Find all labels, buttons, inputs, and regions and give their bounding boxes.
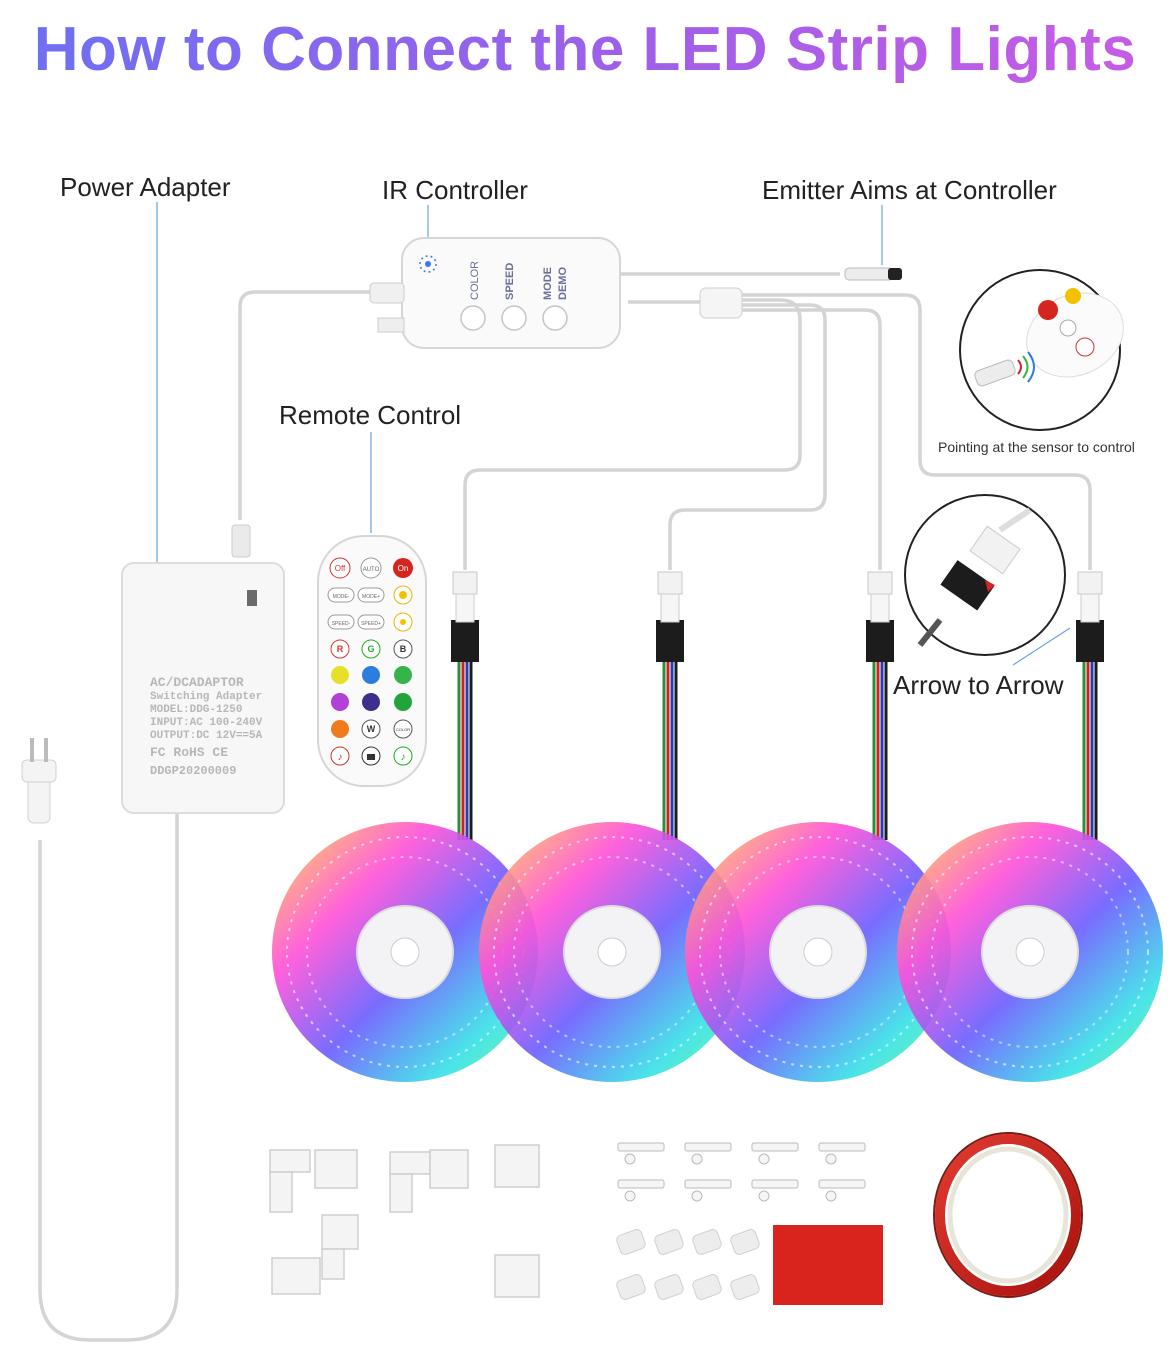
cable-clip — [730, 1274, 760, 1300]
strip-connector — [451, 571, 479, 840]
cable-clip — [654, 1274, 684, 1300]
remote-w-text: W — [367, 724, 376, 734]
l-connectors — [269, 1144, 540, 1298]
adapter-line6: FC RoHS CE — [150, 745, 228, 760]
strip-connectors — [451, 571, 1104, 840]
remote-g-button[interactable] — [361, 639, 381, 659]
remote-b-button[interactable] — [393, 639, 413, 659]
remote-r-text: R — [337, 644, 344, 654]
accessories — [269, 1132, 1083, 1305]
controller-color-text: COLOR — [469, 261, 481, 300]
remote-mode-plus-text: MODE+ — [362, 594, 380, 600]
cable-clip — [654, 1229, 684, 1255]
remote-mode-plus-button[interactable] — [357, 587, 385, 603]
arrow-leader — [1012, 627, 1071, 666]
mounting-clip — [617, 1179, 665, 1202]
remote-music1-icon[interactable] — [330, 746, 350, 766]
splitter — [699, 287, 743, 319]
remote-yellow-button[interactable] — [331, 666, 349, 684]
remote-b-text: B — [400, 644, 407, 654]
remote-r-button[interactable] — [330, 639, 350, 659]
adapter-line1: AC/DCADAPTOR — [150, 675, 244, 690]
adapter-line7: DDGP20200009 — [150, 764, 236, 778]
remote-speed-minus-button[interactable] — [327, 614, 355, 630]
adhesive-pad — [773, 1225, 883, 1305]
strip-connector — [1076, 571, 1104, 840]
remote-mode-minus-text: MODE- — [333, 594, 350, 600]
controller-demo-text: DEMO — [557, 267, 569, 300]
ir-emitter-icon — [844, 267, 902, 281]
remote-control-label: Remote Control — [279, 400, 462, 430]
remote-color-text: COLOR — [396, 727, 410, 732]
sensor-inset — [959, 269, 1124, 431]
remote-g-text: G — [367, 644, 374, 654]
led-reels — [272, 822, 1163, 1082]
adapter-line2: Switching Adapter — [150, 691, 262, 703]
svg-text:♪: ♪ — [401, 752, 406, 763]
led-reel — [897, 822, 1163, 1082]
mounting-clips — [617, 1142, 866, 1202]
led-reel — [272, 822, 538, 1082]
arrow-inset — [904, 494, 1066, 656]
cable-clip — [692, 1229, 722, 1255]
controller-speed-text: SPEED — [504, 263, 516, 300]
adapter-line3: MODEL:DDG-1250 — [150, 704, 242, 716]
double-sided-tape — [933, 1132, 1083, 1298]
mounting-clip — [818, 1142, 866, 1165]
remote-speed-minus-text: SPEED- — [332, 621, 351, 627]
cable-clip — [692, 1274, 722, 1300]
remote-darkgreen-button[interactable] — [394, 693, 412, 711]
mounting-clip — [617, 1142, 665, 1165]
controller-mode-button[interactable] — [542, 305, 568, 331]
controller-speed-button[interactable] — [501, 305, 527, 331]
cable-clip — [616, 1274, 646, 1300]
mounting-clip — [684, 1142, 732, 1165]
ir-controller: COLOR SPEED MODE DEMO — [369, 237, 743, 349]
cable-clip — [616, 1229, 646, 1255]
cables — [38, 272, 1092, 1342]
ir-controller-label: IR Controller — [382, 175, 528, 205]
mounting-clip — [684, 1179, 732, 1202]
page-title: How to Connect the LED Strip Lights — [33, 15, 1137, 84]
remote-green-button[interactable] — [394, 666, 412, 684]
remote-off-button[interactable] — [329, 557, 351, 579]
emitter-label: Emitter Aims at Controller — [762, 175, 1057, 205]
power-adapter: AC/DCADAPTOR Switching Adapter MODEL:DDG… — [121, 524, 285, 814]
strip-connector — [866, 571, 894, 840]
remote-auto-button[interactable] — [360, 557, 382, 579]
pointing-caption: Pointing at the sensor to control — [938, 439, 1135, 455]
remote-color-button[interactable] — [393, 719, 413, 739]
remote-blue-button[interactable] — [362, 666, 380, 684]
remote-on-button[interactable] — [393, 558, 413, 578]
remote-on-text: On — [398, 564, 409, 573]
power-adapter-label: Power Adapter — [60, 172, 231, 202]
svg-text:♪: ♪ — [338, 752, 343, 763]
cable-clips — [616, 1229, 760, 1300]
wall-plug-icon — [21, 738, 57, 824]
remote-indigo-button[interactable] — [362, 693, 380, 711]
remote-speed-plus-text: SPEED+ — [361, 621, 381, 627]
mounting-clip — [818, 1179, 866, 1202]
led-reel — [479, 822, 745, 1082]
remote-purple-button[interactable] — [331, 693, 349, 711]
remote-speed-plus-button[interactable] — [357, 614, 385, 630]
cable-clip — [730, 1229, 760, 1255]
remote-mode-minus-button[interactable] — [327, 587, 355, 603]
remote-control: Off AUTO On MODE- MODE+ SPEED- SPEED+ R … — [317, 535, 427, 787]
arrow-to-arrow-label: Arrow to Arrow — [893, 670, 1064, 700]
strip-connector — [656, 571, 684, 840]
adapter-line4: INPUT:AC 100-240V — [150, 717, 263, 729]
adapter-line5: OUTPUT:DC 12V==5A — [150, 730, 263, 742]
controller-mode-text: MODE — [542, 267, 554, 300]
remote-music2-icon[interactable] — [393, 746, 413, 766]
remote-auto-text: AUTO — [363, 567, 380, 573]
remote-off-text: Off — [335, 564, 346, 573]
mounting-clip — [751, 1179, 799, 1202]
mounting-clip — [751, 1142, 799, 1165]
remote-orange-button[interactable] — [331, 720, 349, 738]
remote-w-button[interactable] — [361, 719, 381, 739]
controller-color-button[interactable] — [460, 305, 486, 331]
